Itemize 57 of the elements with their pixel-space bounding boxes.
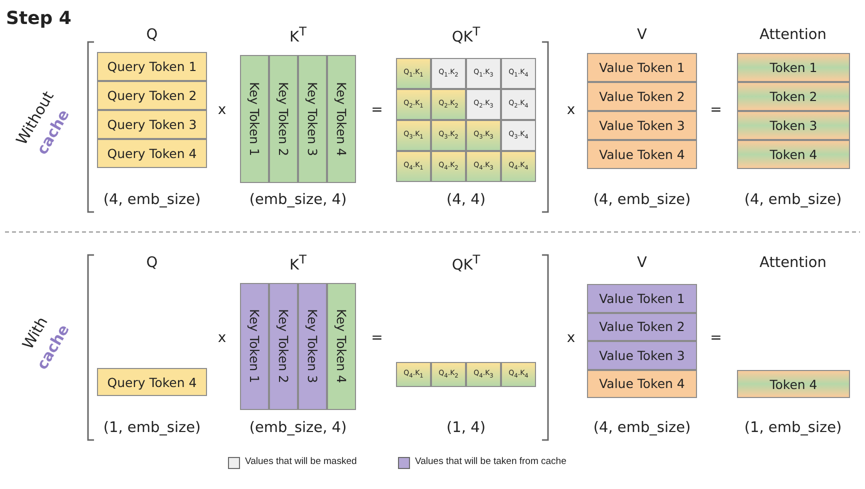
query-token-cell: Query Token 4 <box>97 139 207 168</box>
legend-text: Values that will be taken from cache <box>415 456 566 467</box>
legend-text: Values that will be masked <box>245 456 357 467</box>
query-token-cell: Query Token 2 <box>97 81 207 110</box>
operator-sign: x <box>218 102 226 118</box>
value-token-cell: Value Token 2 <box>587 312 697 341</box>
key-token-cell: Key Token 3 <box>298 283 327 410</box>
value-token-cell: Value Token 4 <box>587 140 697 169</box>
matrix-title: V <box>637 27 647 43</box>
operator-sign: x <box>218 330 226 346</box>
value-token-cell: Value Token 3 <box>587 111 697 140</box>
query-token-cell: Query Token 4 <box>97 368 207 396</box>
matrix-title: V <box>637 255 647 271</box>
attention-token-cell: Token 2 <box>737 82 850 111</box>
key-token-cell: Key Token 2 <box>269 55 298 183</box>
value-token-cell: Value Token 1 <box>587 53 697 82</box>
step-title: Step 4 <box>6 8 72 29</box>
matrix-title: K$^{T}$ <box>290 24 306 46</box>
shape-label: (4, emb_size) <box>593 420 691 436</box>
matrix-title: Attention <box>760 27 826 43</box>
operator-sign: x <box>566 102 576 118</box>
shape-label: (4, 4) <box>446 192 486 208</box>
shape-label: (4, emb_size) <box>744 192 842 208</box>
key-token-cell: Key Token 1 <box>240 55 269 183</box>
operator-sign: = <box>371 330 383 346</box>
shape-label: (1, 4) <box>446 420 486 436</box>
attention-token-cell: Token 4 <box>737 140 850 169</box>
matrix-title: QK$^{T}$ <box>452 24 480 46</box>
matrix-title: K$^{T}$ <box>290 252 306 274</box>
matrix-title: Q <box>146 27 158 43</box>
operator-sign: = <box>710 102 722 118</box>
operator-sign: = <box>371 102 383 118</box>
query-token-cell: Query Token 3 <box>97 110 207 139</box>
value-token-cell: Value Token 3 <box>587 341 697 370</box>
matrix-title: Attention <box>760 255 826 271</box>
attention-token-cell: Token 1 <box>737 53 850 82</box>
value-token-cell: Value Token 4 <box>587 370 697 398</box>
key-token-cell: Key Token 1 <box>240 283 269 410</box>
operator-sign: = <box>710 330 722 346</box>
shape-label: (1, emb_size) <box>744 420 842 436</box>
shape-label: (4, emb_size) <box>103 192 201 208</box>
key-token-cell: Key Token 4 <box>327 55 356 183</box>
attention-token-cell: Token 3 <box>737 111 850 140</box>
shape-label: (emb_size, 4) <box>249 192 347 208</box>
operator-sign: x <box>566 330 576 346</box>
shape-label: (1, emb_size) <box>103 420 201 436</box>
matrix-title: Q <box>146 255 158 271</box>
value-token-cell: Value Token 2 <box>587 82 697 111</box>
shape-label: (4, emb_size) <box>593 192 691 208</box>
query-token-cell: Query Token 1 <box>97 52 207 81</box>
attention-token-cell: Token 4 <box>737 370 850 398</box>
shape-label: (emb_size, 4) <box>249 420 347 436</box>
value-token-cell: Value Token 1 <box>587 284 697 312</box>
matrix-title: QK$^{T}$ <box>452 252 480 274</box>
key-token-cell: Key Token 4 <box>327 283 356 410</box>
key-token-cell: Key Token 3 <box>298 55 327 183</box>
key-token-cell: Key Token 2 <box>269 283 298 410</box>
